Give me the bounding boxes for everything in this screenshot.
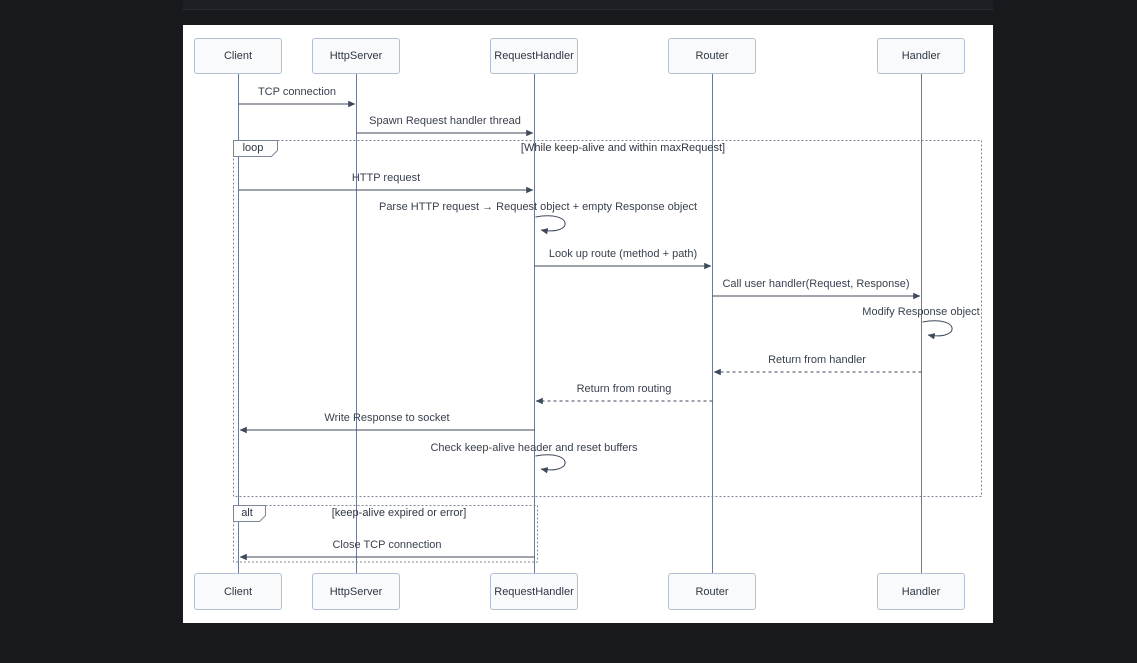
participant-httpserver-bottom: HttpServer <box>312 573 400 610</box>
message-label-call-handler: Call user handler(Request, Response) <box>722 278 910 290</box>
alt-fragment-border <box>233 505 538 563</box>
lifelines <box>238 74 922 573</box>
participant-client-bottom: Client <box>194 573 282 610</box>
participant-requesthandler-bottom: RequestHandler <box>490 573 578 610</box>
message-arrows <box>238 100 953 561</box>
top-toolbar-strip <box>183 0 993 10</box>
participant-router-bottom: Router <box>668 573 756 610</box>
selfloop-check-keepalive <box>535 454 566 474</box>
message-label-return-handler: Return from handler <box>768 354 866 366</box>
fragment-label-shapes <box>233 140 278 522</box>
alt-guard-text: [keep-alive expired or error] <box>331 507 467 519</box>
participant-client-top: Client <box>194 38 282 74</box>
message-label-close-tcp: Close TCP connection <box>332 539 442 551</box>
fragment-frames <box>233 140 982 563</box>
participant-handler-top: Handler <box>877 38 965 74</box>
message-label-tcp-connection: TCP connection <box>257 86 337 98</box>
message-label-modify-response: Modify Response object <box>862 306 980 318</box>
alt-label-pentagon <box>233 505 266 522</box>
selfloop-parse-request <box>535 215 566 235</box>
message-label-check-keepalive: Check keep-alive header and reset buffer… <box>430 442 638 454</box>
loop-fragment-border <box>233 140 982 497</box>
alt-operator-label: alt <box>241 507 253 519</box>
message-label-http-request: HTTP request <box>351 172 421 184</box>
loop-label-pentagon <box>233 140 278 157</box>
message-label-parse-request: Parse HTTP request → Request object + em… <box>378 201 698 213</box>
selfloop-modify-response <box>922 320 953 340</box>
message-label-return-routing: Return from routing <box>576 383 672 395</box>
diagram-graphics <box>233 74 982 573</box>
participant-requesthandler-top: RequestHandler <box>490 38 578 74</box>
participant-handler-bottom: Handler <box>877 573 965 610</box>
participant-httpserver-top: HttpServer <box>312 38 400 74</box>
message-label-write-response: Write Response to socket <box>324 412 450 424</box>
loop-guard-text: [While keep-alive and within maxRequest] <box>520 142 726 154</box>
loop-operator-label: loop <box>242 142 264 154</box>
message-label-lookup-route: Look up route (method + path) <box>548 248 698 260</box>
participant-router-top: Router <box>668 38 756 74</box>
sequence-diagram-canvas: Client HttpServer RequestHandler Router … <box>183 25 993 623</box>
message-label-spawn-thread: Spawn Request handler thread <box>369 115 521 127</box>
